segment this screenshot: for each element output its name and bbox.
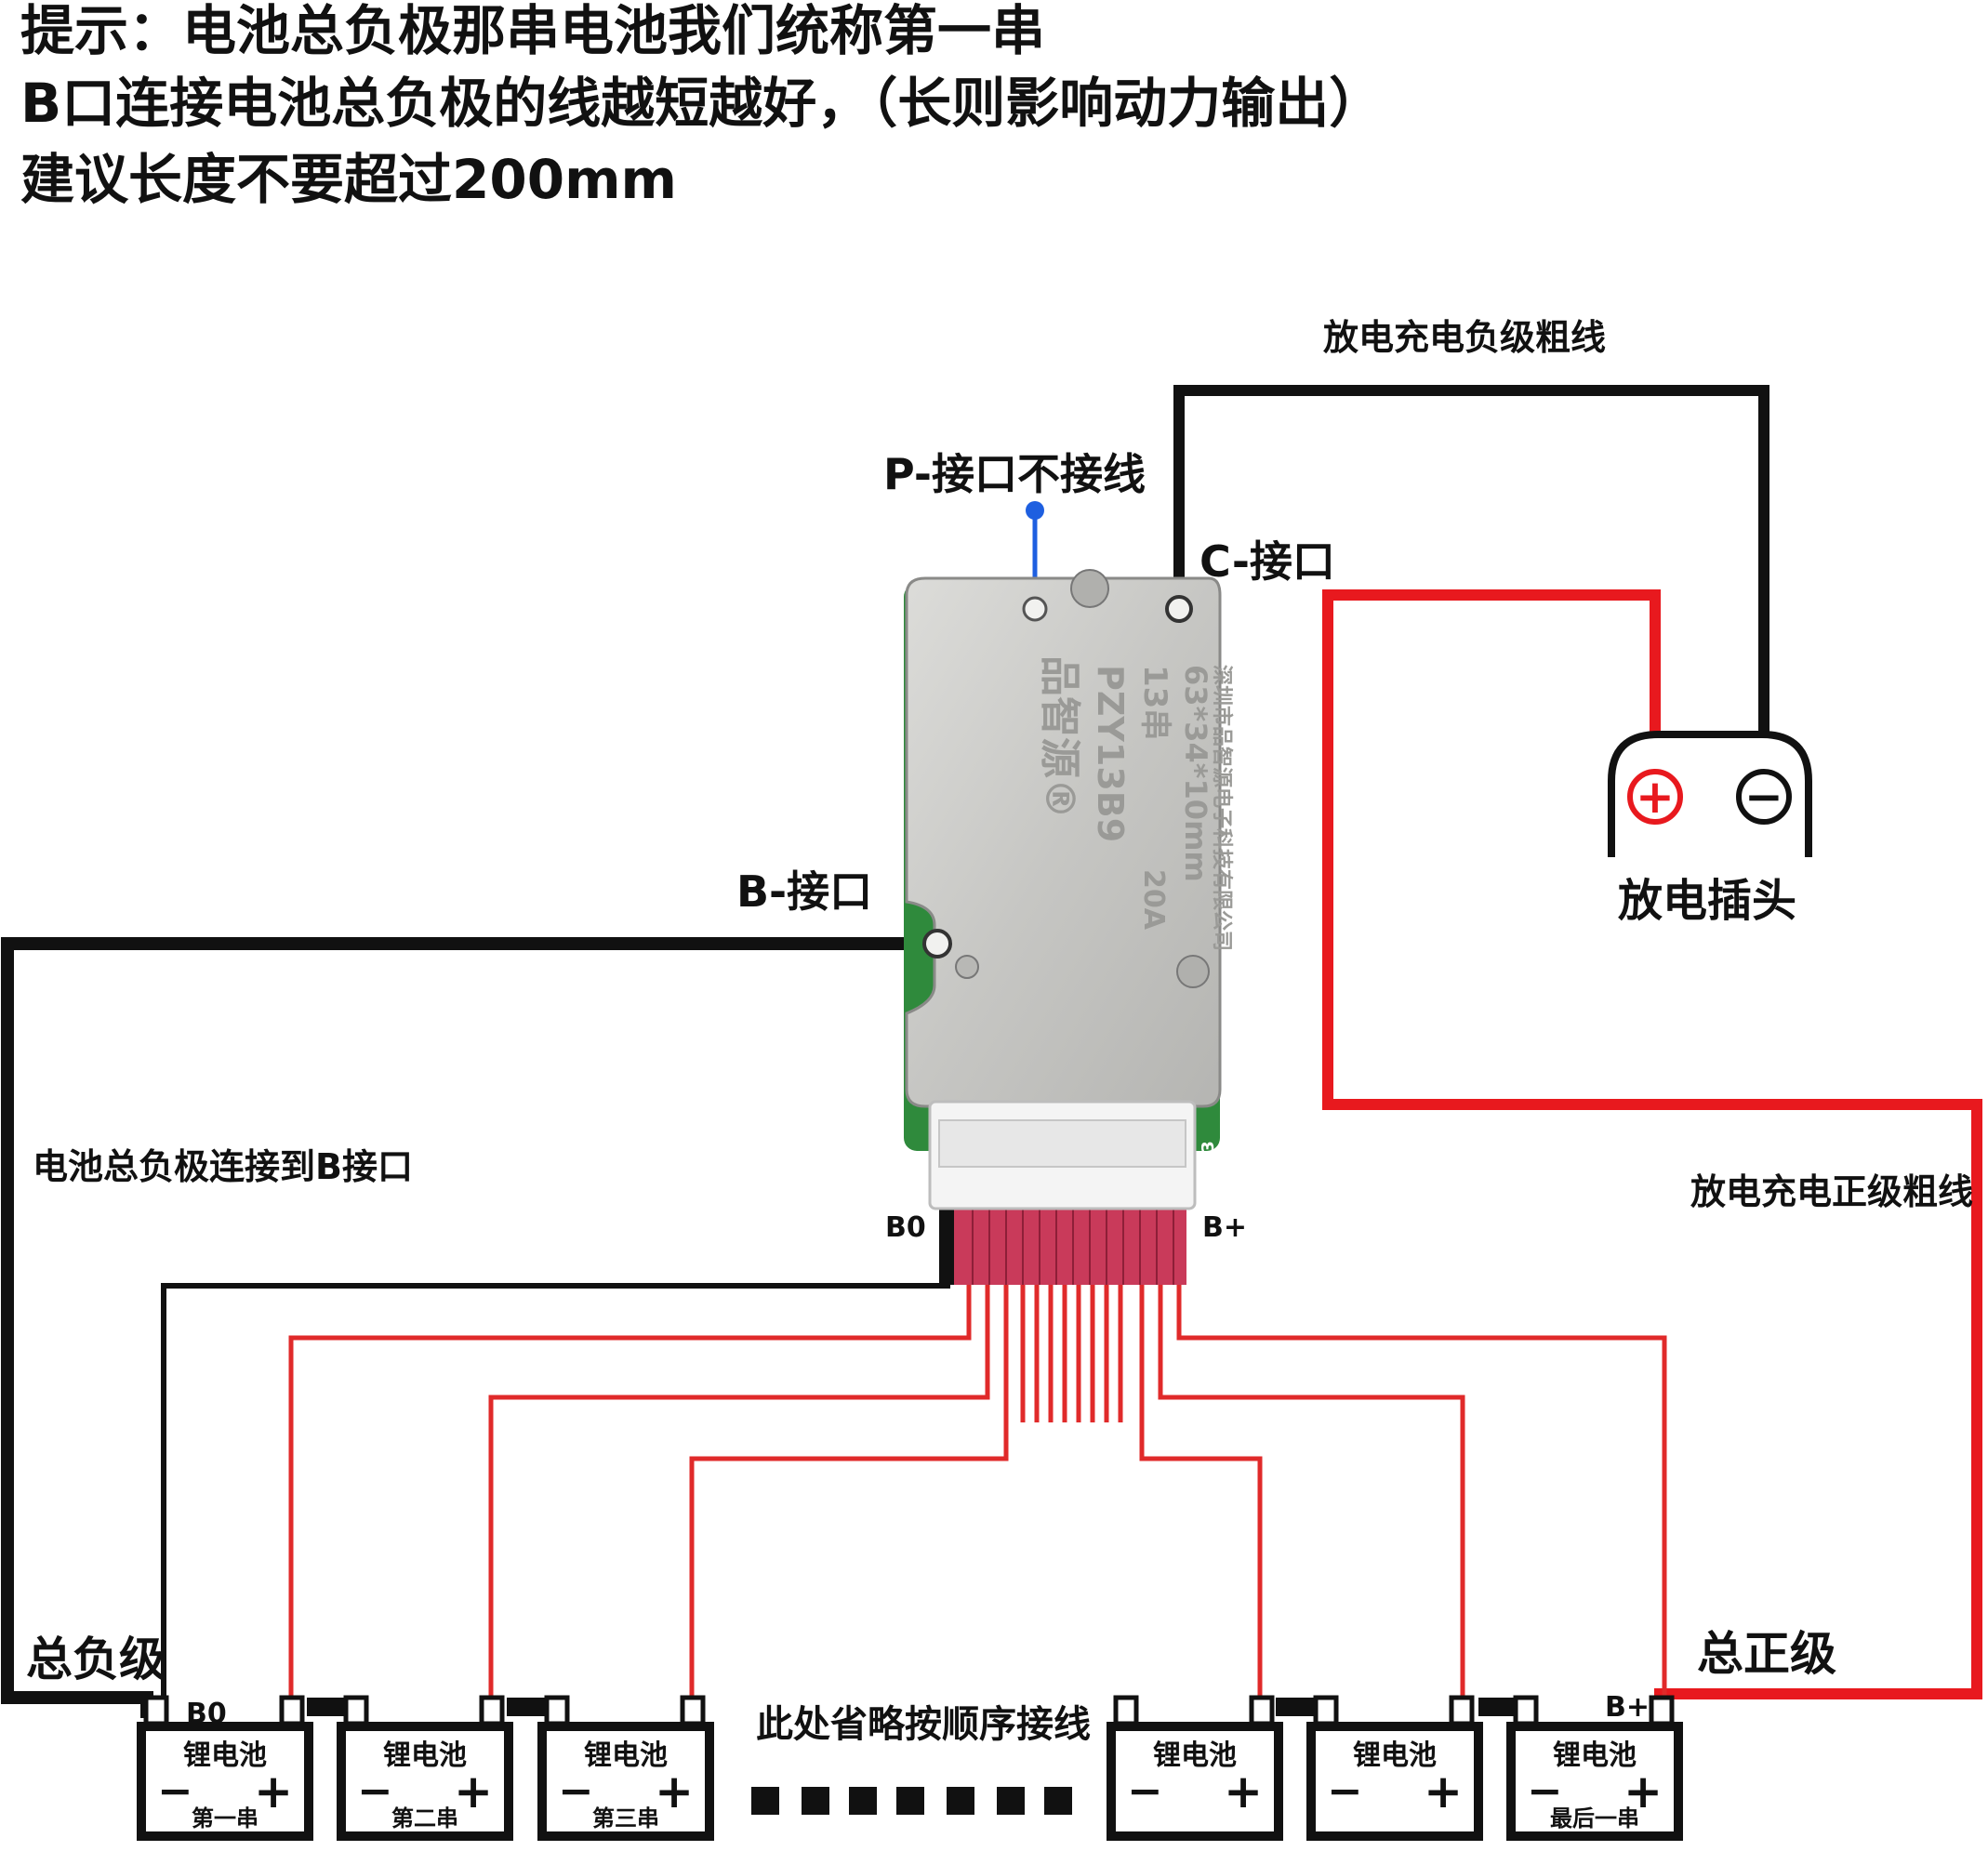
bplus-small-label: B+ — [1605, 1691, 1650, 1724]
cell-plus: + — [655, 1765, 694, 1818]
cell-minus: − — [558, 1765, 594, 1816]
pos-terminal — [1249, 1695, 1275, 1726]
sense-wire-14 — [1176, 1281, 1667, 1718]
discharge-pos-wire-label: 放电充电正级粗线 — [1690, 1171, 1973, 1212]
connector-mark: B13 — [1199, 1141, 1218, 1177]
cell-caption: 最后一串 — [1550, 1805, 1639, 1831]
omitted-dots — [751, 1787, 1072, 1815]
cell-caption: 第三串 — [592, 1805, 659, 1831]
board-brand: 品智源® — [1036, 655, 1083, 819]
neg-terminal — [544, 1695, 570, 1726]
board-size: 63*34*10mm — [1178, 665, 1213, 882]
pos-terminal — [680, 1695, 706, 1726]
cell-plus: + — [1224, 1765, 1263, 1818]
pos-terminal — [479, 1695, 505, 1726]
neg-to-b-label: 电池总负极连接到B接口 — [33, 1146, 413, 1187]
omitted-label: 此处省略按顺序接线 — [756, 1703, 1091, 1746]
cell-plus: + — [254, 1765, 293, 1818]
cell-caption: 第一串 — [192, 1805, 258, 1831]
board-model: PZY13B9 — [1090, 665, 1131, 842]
cell-face — [146, 1731, 304, 1831]
b0-label: B0 — [885, 1211, 926, 1244]
battery-cell: 锂电池− + — [1107, 1695, 1283, 1841]
board-maker: 深圳市品智源电子科技有限公司 — [1210, 665, 1234, 951]
plug-negative-sign: − — [1744, 770, 1783, 824]
sense-wire-1 — [288, 1281, 972, 1718]
neg-terminal — [343, 1695, 369, 1726]
note-line-3: 建议长度不要超过200mm — [20, 148, 677, 211]
neg-terminal — [143, 1695, 169, 1726]
p-port-label: P-接口不接线 — [883, 449, 1146, 499]
discharge-neg-wire-label: 放电充电负级粗线 — [1323, 317, 1606, 358]
board-current: 20A — [1137, 869, 1170, 931]
note-line-2: B口连接电池总负极的线越短越好，（长则影响动力输出） — [20, 72, 1384, 135]
cell-name: 锂电池 — [183, 1739, 267, 1772]
cell-plus: + — [1624, 1765, 1663, 1818]
cell-minus: − — [1127, 1765, 1163, 1816]
total-pos-label: 总正级 — [1697, 1627, 1836, 1681]
plug-label: 放电插头 — [1618, 875, 1796, 927]
discharge-plug: + − — [1608, 731, 1812, 857]
battery-cell: 锂电池− +第三串 — [537, 1695, 714, 1841]
note-line-1: 提示：电池总负极那串电池我们统称第一串 — [20, 0, 1046, 62]
plug-positive-terminal — [1627, 769, 1683, 825]
cell-name: 锂电池 — [584, 1739, 668, 1772]
bms-board: 品智源® PZY13B9 13串 20A 63*34*10mm 深圳市品智源电子… — [904, 569, 1234, 1210]
pos-terminal — [279, 1695, 305, 1726]
cell-face — [547, 1731, 705, 1831]
cell-plus: + — [454, 1765, 493, 1818]
cell-name: 锂电池 — [1353, 1739, 1437, 1772]
cell-face — [1316, 1731, 1474, 1831]
cell-face — [1516, 1731, 1674, 1831]
cell-minus: − — [157, 1765, 193, 1816]
battery-cell: 锂电池− +第二串 — [337, 1695, 513, 1841]
plug-positive-sign: + — [1636, 770, 1675, 824]
cell-name: 锂电池 — [383, 1739, 467, 1772]
pos-terminal — [1649, 1695, 1675, 1726]
sense-wire-13 — [1158, 1281, 1465, 1718]
neg-terminal — [1513, 1695, 1539, 1726]
cell-face — [346, 1731, 504, 1831]
total-neg-label: 总负级 — [26, 1633, 166, 1686]
b-port-label: B-接口 — [736, 866, 872, 917]
sense-wire-12 — [1139, 1281, 1263, 1718]
pos-terminal — [1449, 1695, 1475, 1726]
p-port-dot — [1026, 501, 1044, 520]
battery-cell: 锂电池− + — [1306, 1695, 1483, 1841]
sense-wires — [288, 1281, 1667, 1718]
cell-name: 锂电池 — [1553, 1739, 1637, 1772]
neg-terminal — [1313, 1695, 1339, 1726]
cell-plus: + — [1424, 1765, 1463, 1818]
cell-minus: − — [1327, 1765, 1363, 1816]
c-port-label: C-接口 — [1199, 536, 1335, 587]
battery-cell: 锂电池− +最后一串 — [1506, 1695, 1683, 1841]
cell-minus: − — [357, 1765, 393, 1816]
cell-face — [1116, 1731, 1274, 1831]
bplus-label: B+ — [1202, 1211, 1247, 1244]
discharge-neg-wire — [1173, 385, 1769, 739]
battery-row: 锂电池−+第一串锂电池−+第二串锂电池−+第三串锂电池−+锂电池−+锂电池−+最… — [137, 1695, 1683, 1841]
cell-name: 锂电池 — [1153, 1739, 1237, 1772]
metal-plate — [905, 576, 1222, 1108]
cell-minus: − — [1527, 1765, 1563, 1816]
discharge-pos-wire — [1322, 589, 1982, 1716]
battery-cell: 锂电池− +第一串 — [137, 1695, 313, 1841]
cell-caption: 第二串 — [391, 1805, 458, 1831]
neg-terminal — [1113, 1695, 1139, 1726]
plug-negative-terminal — [1736, 769, 1792, 825]
b0-sense-wire — [161, 1283, 950, 1716]
board-series: 13串 — [1136, 665, 1173, 740]
b-port-wire — [1, 937, 939, 1718]
sense-wire-2 — [488, 1281, 990, 1718]
sense-wire-3 — [689, 1281, 1009, 1718]
